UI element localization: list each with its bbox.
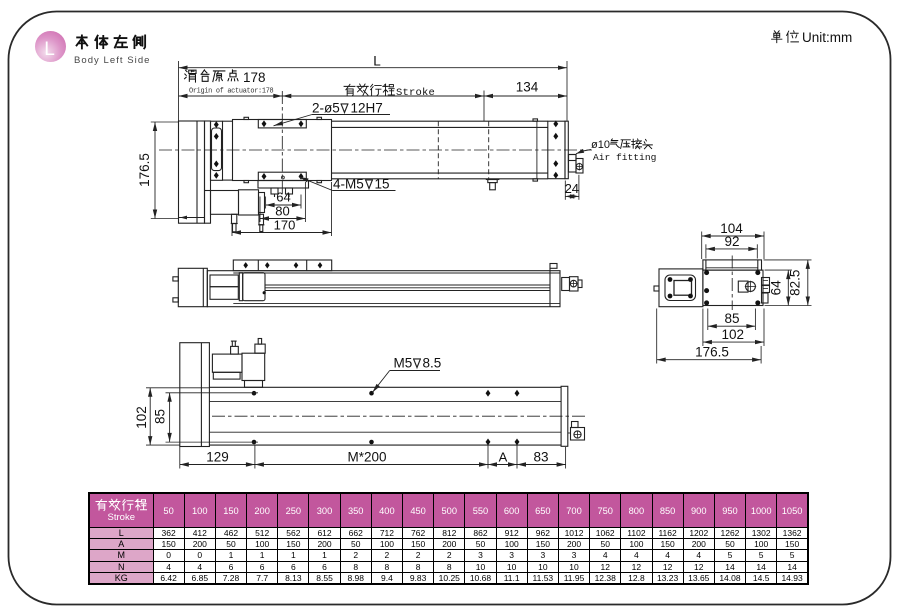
svg-text:Body Left Side: Body Left Side: [74, 55, 151, 66]
svg-text:A: A: [499, 449, 508, 464]
svg-text:12H7: 12H7: [351, 101, 383, 116]
svg-text:2-ø5: 2-ø5: [312, 101, 340, 116]
svg-text:176.5: 176.5: [695, 345, 729, 360]
svg-text:102: 102: [722, 327, 745, 342]
svg-text:83: 83: [533, 449, 548, 464]
svg-text:64: 64: [769, 280, 784, 296]
svg-text:4-M5: 4-M5: [333, 177, 364, 192]
svg-text:M5: M5: [394, 356, 413, 371]
svg-text:85: 85: [724, 311, 739, 326]
svg-text:Unit:mm: Unit:mm: [802, 30, 852, 45]
svg-text:15: 15: [375, 177, 390, 192]
svg-text:ø10: ø10: [591, 139, 610, 151]
svg-text:Stroke: Stroke: [396, 87, 435, 99]
svg-text:102: 102: [134, 406, 149, 429]
svg-text:170: 170: [274, 218, 296, 233]
svg-text:Origin of actuator:178: Origin of actuator:178: [189, 87, 274, 95]
svg-text:L: L: [44, 39, 55, 60]
svg-text:92: 92: [724, 234, 739, 249]
svg-text:L: L: [373, 54, 381, 69]
svg-text:64: 64: [276, 190, 290, 205]
svg-text:129: 129: [206, 450, 229, 465]
svg-text:85: 85: [153, 409, 168, 424]
svg-text:104: 104: [720, 221, 743, 236]
svg-text:134: 134: [516, 80, 539, 95]
svg-text:24: 24: [565, 181, 579, 196]
svg-text:8.5: 8.5: [423, 356, 442, 371]
svg-text:80: 80: [275, 204, 289, 219]
svg-text:82.5: 82.5: [788, 270, 803, 296]
svg-text:M*200: M*200: [347, 450, 386, 465]
svg-text:178: 178: [243, 70, 266, 85]
svg-text:Air fitting: Air fitting: [593, 152, 656, 163]
svg-text:176.5: 176.5: [137, 153, 152, 187]
